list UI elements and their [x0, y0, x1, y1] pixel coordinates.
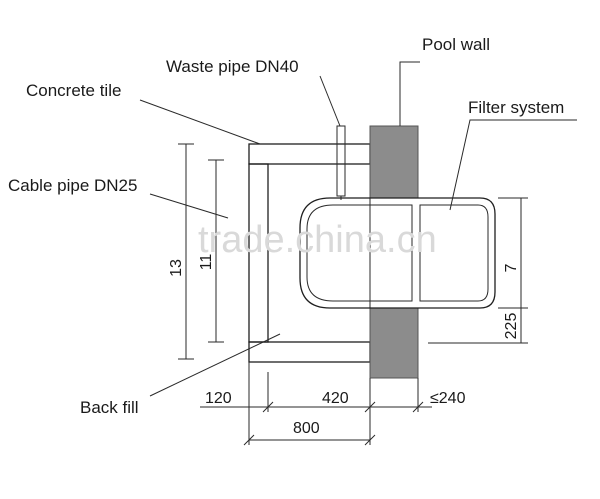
filter-system-label: Filter system: [468, 98, 564, 117]
cable-pipe-label: Cable pipe DN25: [8, 176, 137, 195]
dimension-13: 13: [168, 259, 185, 277]
concrete-tile-top: [248, 143, 371, 165]
dimension-120: 120: [205, 390, 232, 407]
dimension-225: 225: [503, 313, 520, 340]
dimension-800: 800: [293, 420, 320, 437]
dimension-420: 420: [322, 390, 349, 407]
waste-pipe: [336, 125, 346, 197]
dimension-7: 7: [503, 263, 520, 272]
concrete-tile-bottom: [248, 341, 371, 363]
concrete-tile-label: Concrete tile: [26, 81, 121, 100]
pool-wall-upper: [369, 125, 419, 199]
back-fill-label: Back fill: [80, 398, 139, 417]
filter-system-body: [299, 197, 496, 309]
dimension-11: 11: [198, 254, 215, 271]
pool-wall-lower: [369, 307, 419, 379]
concrete-tile-left: [248, 163, 269, 343]
watermark-text: trade.china.cn: [198, 219, 437, 261]
waste-pipe-label: Waste pipe DN40: [166, 57, 299, 76]
dimension-240: ≤240: [430, 390, 466, 407]
pool-wall-label: Pool wall: [422, 35, 490, 54]
